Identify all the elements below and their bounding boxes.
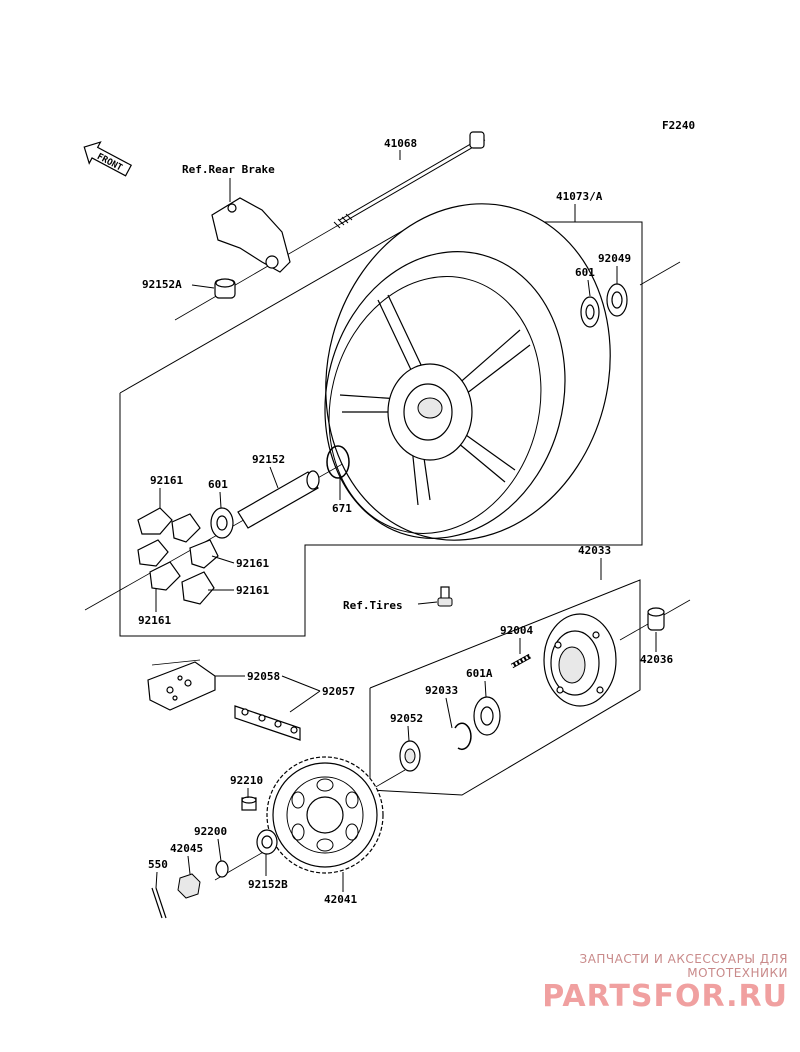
- collar-92152: [237, 470, 320, 529]
- stud-92004: [510, 653, 532, 669]
- label-92033: 92033: [425, 684, 458, 697]
- label-92200: 92200: [194, 825, 227, 838]
- washer-92200: [215, 860, 229, 878]
- label-92152: 92152: [252, 453, 285, 466]
- watermark: ЗАПЧАСТИ И АКСЕССУАРЫ ДЛЯ МОТОТЕХНИКИ PA…: [488, 952, 788, 1014]
- collar-92152A: [214, 278, 236, 299]
- chain-92057: [234, 705, 301, 741]
- bearing-601A: [473, 696, 501, 736]
- axle-41068: [333, 131, 485, 229]
- label-42045: 42045: [170, 842, 203, 855]
- nut-42045: [177, 873, 201, 899]
- watermark-tagline: ЗАПЧАСТИ И АКСЕССУАРЫ ДЛЯ МОТОТЕХНИКИ: [579, 952, 788, 980]
- circlip-92033: [454, 722, 472, 751]
- label-42041: 42041: [324, 893, 357, 906]
- label-92161-3: 92161: [236, 584, 269, 597]
- label-601-top: 601: [575, 266, 595, 279]
- label-92058: 92058: [247, 670, 280, 683]
- rear-brake-bracket: [211, 197, 291, 273]
- label-42033: 42033: [578, 544, 611, 557]
- label-601A: 601A: [466, 667, 493, 680]
- collar-42036: [647, 607, 665, 631]
- ref-tires: Ref.Tires: [343, 599, 403, 612]
- label-601-left: 601: [208, 478, 228, 491]
- bearing-601-left: [210, 507, 234, 539]
- label-92161-2: 92161: [236, 557, 269, 570]
- cotter-pin-550: [151, 887, 167, 919]
- label-92161-1: 92161: [150, 474, 183, 487]
- ref-rear-brake: Ref.Rear Brake: [182, 163, 275, 176]
- label-92152A: 92152A: [142, 278, 182, 291]
- seal-92052: [399, 740, 421, 772]
- label-92004: 92004: [500, 624, 533, 637]
- wheel-41073A: [324, 203, 611, 541]
- watermark-logo: PARTSFOR.RU: [542, 979, 788, 1014]
- chain-link-92058: [147, 659, 216, 711]
- front-arrow-icon: FRONT: [83, 141, 133, 177]
- label-92152B: 92152B: [248, 878, 288, 891]
- label-92161-4: 92161: [138, 614, 171, 627]
- bearing-601-top: [580, 296, 600, 328]
- label-42036: 42036: [640, 653, 673, 666]
- seal-92049: [606, 283, 628, 317]
- label-92052: 92052: [390, 712, 423, 725]
- label-92049: 92049: [598, 252, 631, 265]
- hub-group-outline: [369, 579, 641, 796]
- figure-code: F2240: [662, 119, 695, 132]
- collar-92152B: [256, 829, 278, 855]
- tire-valve: [437, 586, 453, 607]
- label-671: 671: [332, 502, 352, 515]
- label-92057: 92057: [322, 685, 355, 698]
- label-92210: 92210: [230, 774, 263, 787]
- coupling-42033: [543, 613, 617, 707]
- nut-92210: [241, 796, 257, 811]
- label-550: 550: [148, 858, 168, 871]
- label-41073A: 41073/A: [556, 190, 603, 203]
- sprocket-42041: [266, 756, 384, 874]
- label-41068: 41068: [384, 137, 417, 150]
- oring-671: [326, 445, 350, 479]
- damper-rubbers-92161: [137, 507, 219, 605]
